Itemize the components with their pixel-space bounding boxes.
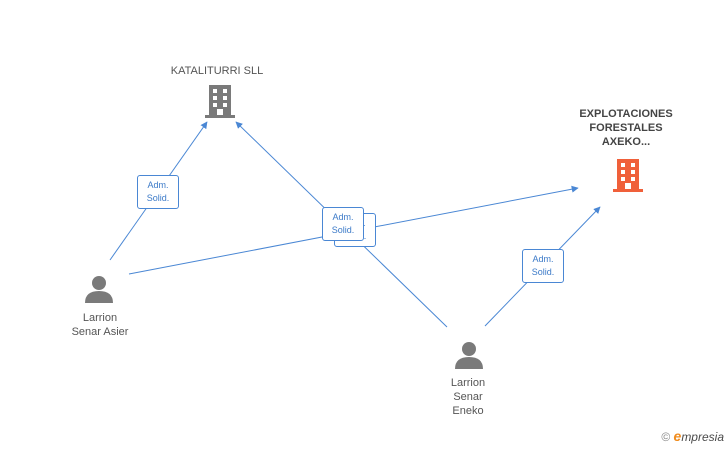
node-label-axeko[interactable]: EXPLOTACIONES FORESTALES AXEKO... [560, 107, 692, 149]
building-icon-highlight[interactable] [613, 159, 643, 192]
edge-label-line: Solid. [531, 267, 555, 277]
brand-logo-e: e [673, 428, 682, 444]
edge-label-line: Adm. [532, 254, 554, 264]
edge-label-asier-axeko[interactable]: Adm. Solid. [322, 207, 364, 241]
brand-logo-text: mpresia [681, 430, 724, 444]
copyright-icon: © [661, 430, 671, 444]
person-icon[interactable] [455, 342, 483, 369]
node-label-asier[interactable]: Larrion Senar Asier [45, 311, 155, 339]
node-label-line: AXEKO... [601, 136, 651, 148]
node-label-katalit[interactable]: KATALITURRI SLL [170, 65, 264, 77]
node-label-line: Eneko [452, 405, 484, 417]
node-label-line: FORESTALES [589, 122, 663, 134]
edge-label-line: Solid. [146, 193, 170, 203]
edge-label-asier-katalit[interactable]: Adm. Solid. [137, 175, 179, 209]
edge-label-line: Solid. [331, 225, 355, 235]
node-label-eneko[interactable]: Larrion Senar Eneko [418, 376, 518, 418]
edge-label-line: Adm. [147, 180, 169, 190]
node-label-line: Senar [453, 391, 483, 403]
person-icon[interactable] [85, 276, 113, 303]
building-icon[interactable] [205, 85, 235, 118]
node-label-line: Larrion [450, 377, 486, 389]
node-label-line: Senar Asier [71, 326, 129, 338]
brand-watermark: © empresia [661, 428, 724, 444]
node-label-line: EXPLOTACIONES [579, 108, 673, 120]
node-label-line: Larrion [82, 312, 118, 324]
edge-label-line: Adm. [332, 212, 354, 222]
edge-label-eneko-axeko[interactable]: Adm. Solid. [522, 249, 564, 283]
